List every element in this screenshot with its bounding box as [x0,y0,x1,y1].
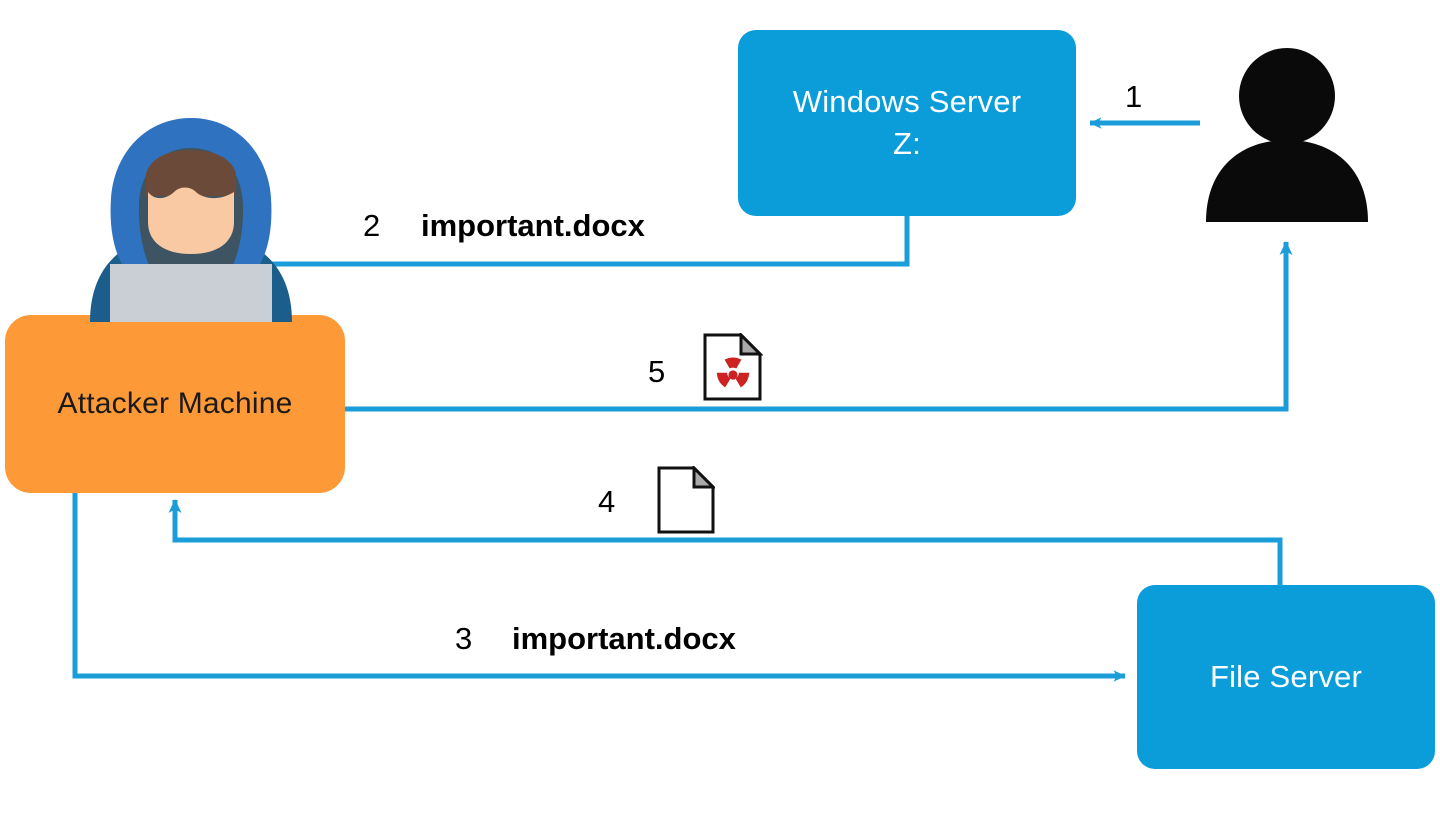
step-2-file: important.docx [421,208,645,243]
node-file-server[interactable]: File Server [1137,585,1435,769]
user-silhouette-icon [1206,48,1368,222]
node-windows-server[interactable]: Windows Server Z: [738,30,1076,216]
step-2-number: 2 [363,208,381,243]
step-5-number: 5 [648,354,666,389]
blank-document-icon [657,466,715,534]
windows-server-label-line2: Z: [893,126,921,161]
step-3-file: important.docx [512,621,736,656]
hooded-hacker-icon [90,118,292,322]
connector-step-5 [345,241,1293,412]
node-attacker-machine[interactable]: Attacker Machine [5,315,345,493]
connector-step-4 [168,499,1283,585]
attacker-machine-label: Attacker Machine [57,387,293,420]
step-3-number: 3 [455,621,473,656]
radioactive-document-icon [703,333,763,401]
step-1-number: 1 [1125,79,1143,114]
file-server-label: File Server [1209,659,1363,695]
step-4-number: 4 [598,484,616,519]
windows-server-label-line1: Windows Server [792,84,1022,120]
